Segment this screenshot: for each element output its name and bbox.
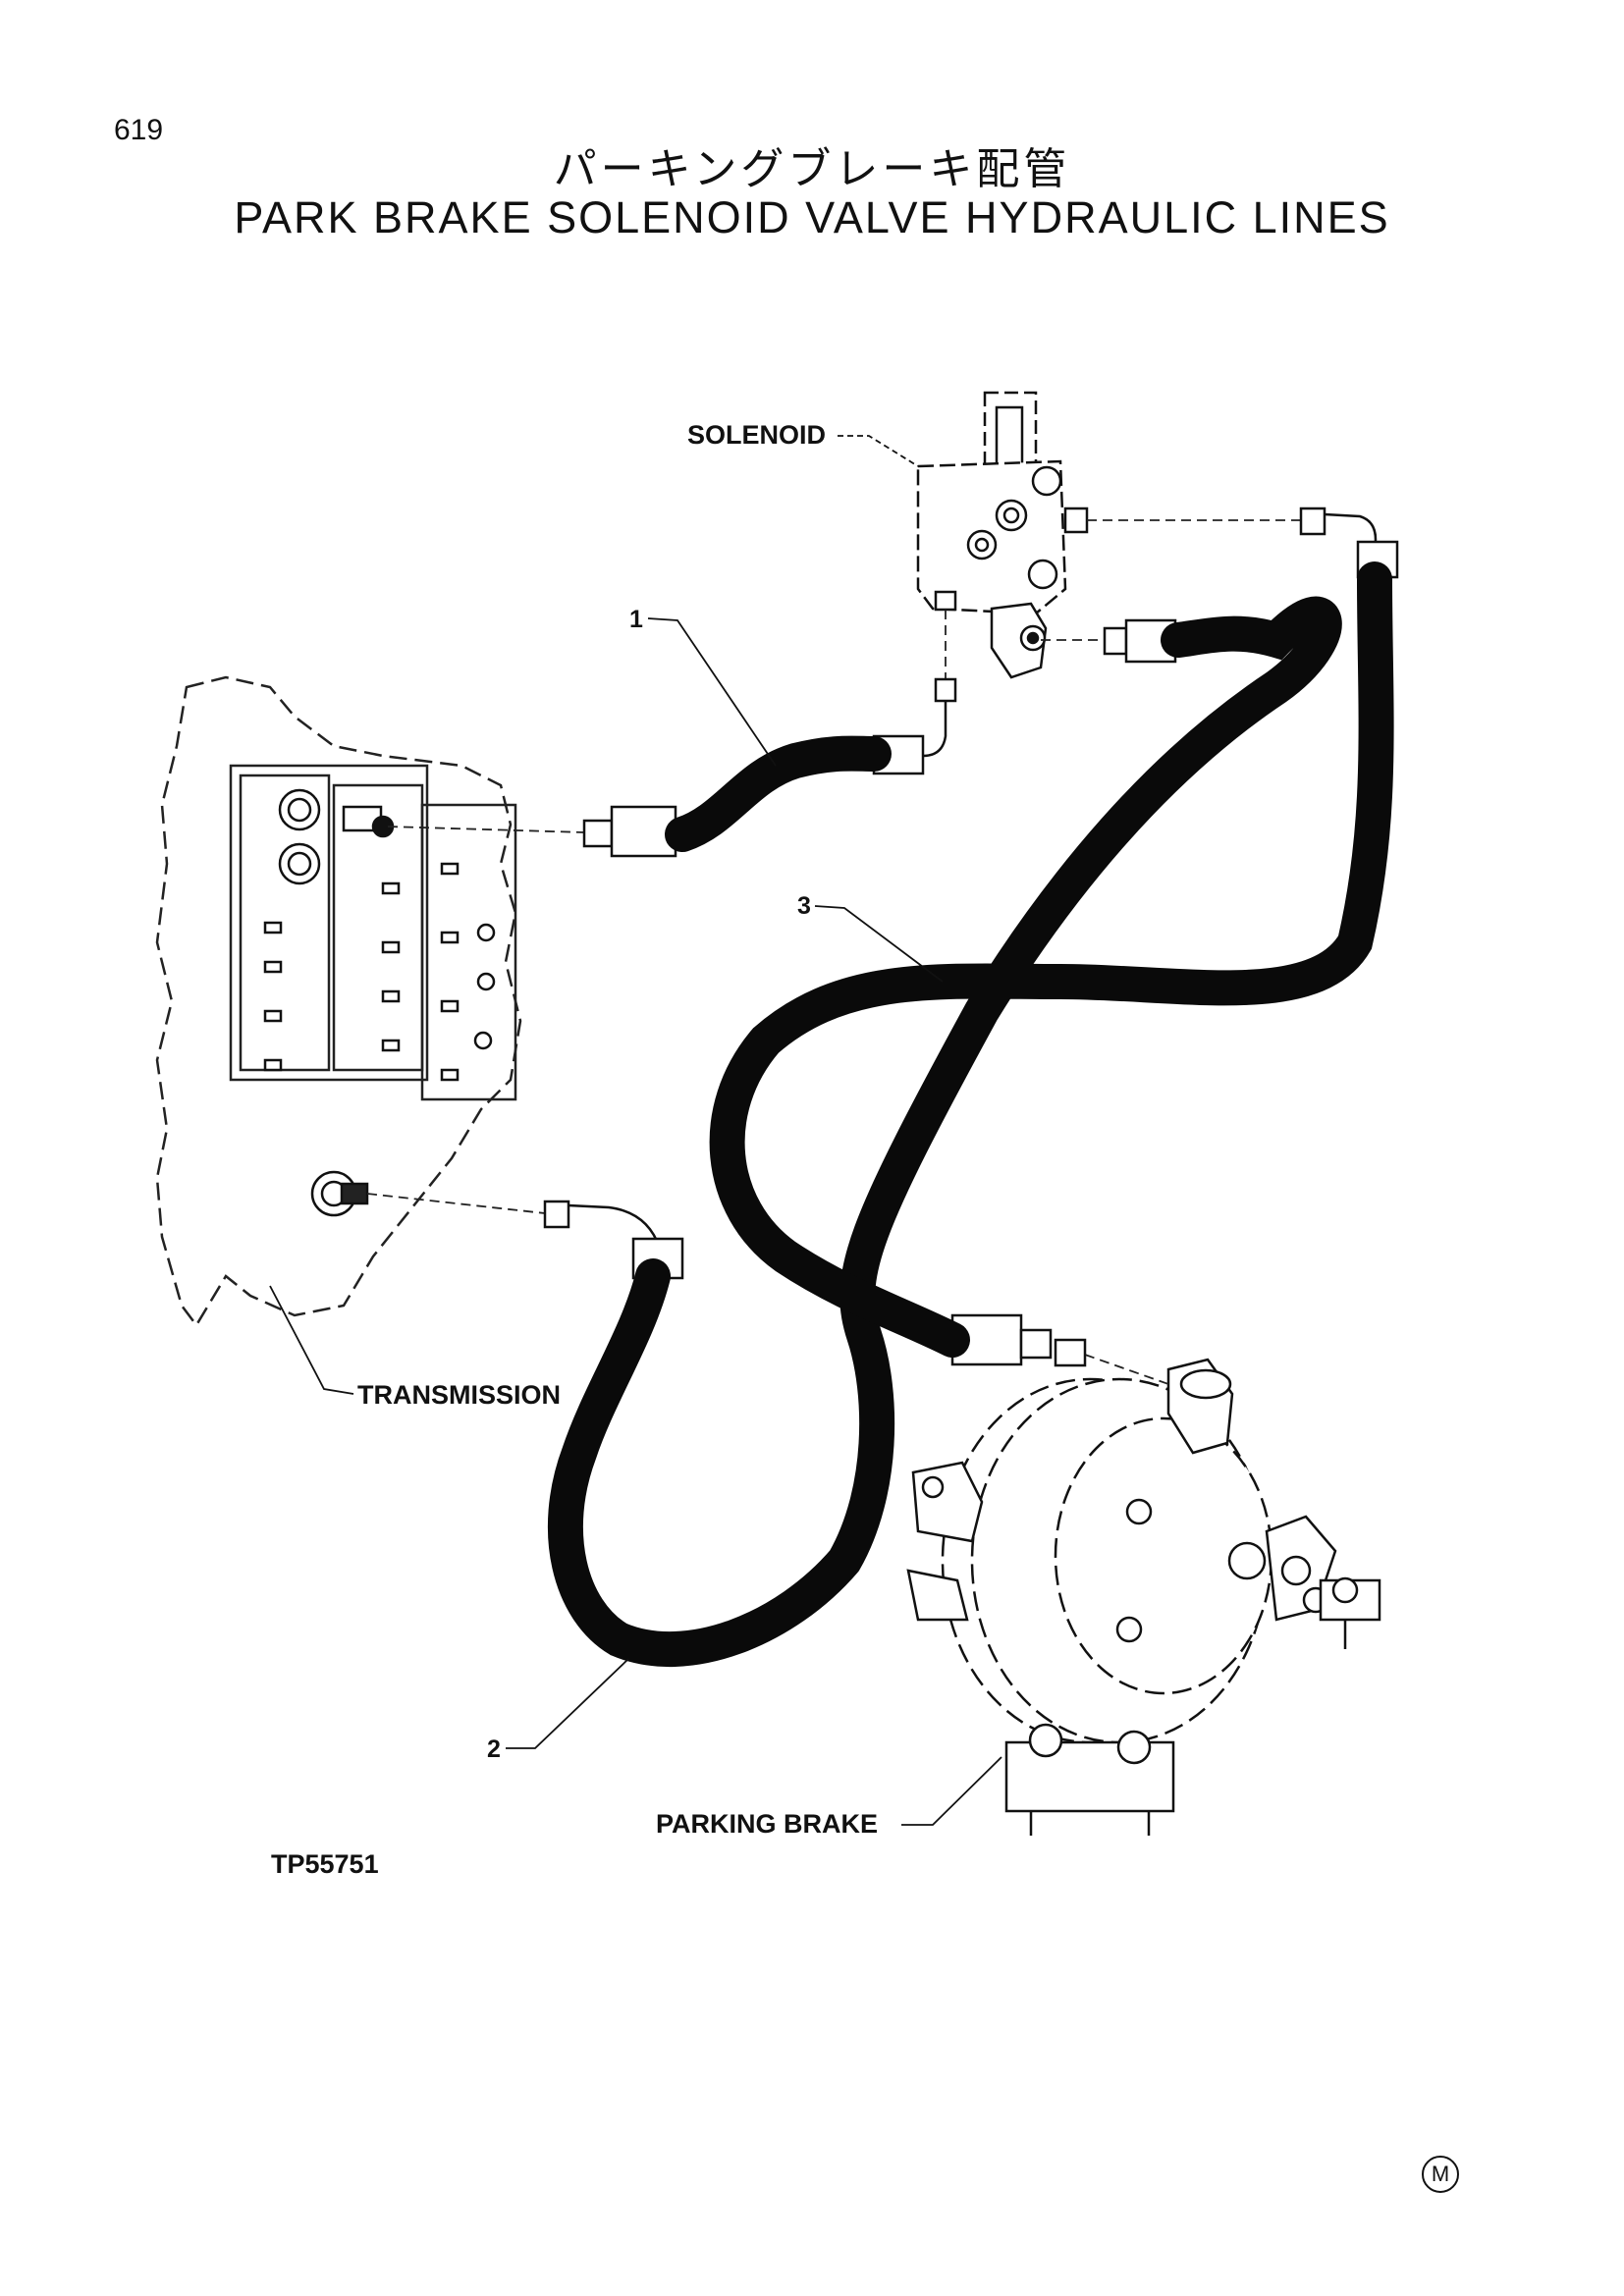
parking-brake <box>906 1358 1381 1836</box>
solenoid-valve <box>916 391 1089 679</box>
hose-3 <box>709 561 1394 1358</box>
hoses <box>547 561 1394 1668</box>
corner-mark: M <box>1422 2156 1459 2193</box>
page-title: PARK BRAKE SOLENOID VALVE HYDRAULIC LINE… <box>234 192 1390 242</box>
leader-lines <box>269 435 1002 1826</box>
page-number: 619 <box>114 114 164 146</box>
page-title-japanese: パーキングブレーキ配管 <box>553 144 1071 194</box>
callout-2: 2 <box>487 1735 501 1763</box>
connection-lines <box>366 519 1301 1385</box>
hose-1 <box>665 735 892 852</box>
transmission-valve-body <box>263 788 496 1217</box>
callout-3: 3 <box>797 892 811 920</box>
parking-brake-label: PARKING BRAKE <box>656 1809 878 1839</box>
hose-2 <box>547 596 1342 1668</box>
solenoid-label: SOLENOID <box>687 420 826 450</box>
transmission-label: TRANSMISSION <box>357 1380 561 1410</box>
callout-1: 1 <box>629 606 643 633</box>
transmission-housing <box>155 675 522 1328</box>
figure-id: TP55751 <box>271 1849 379 1879</box>
